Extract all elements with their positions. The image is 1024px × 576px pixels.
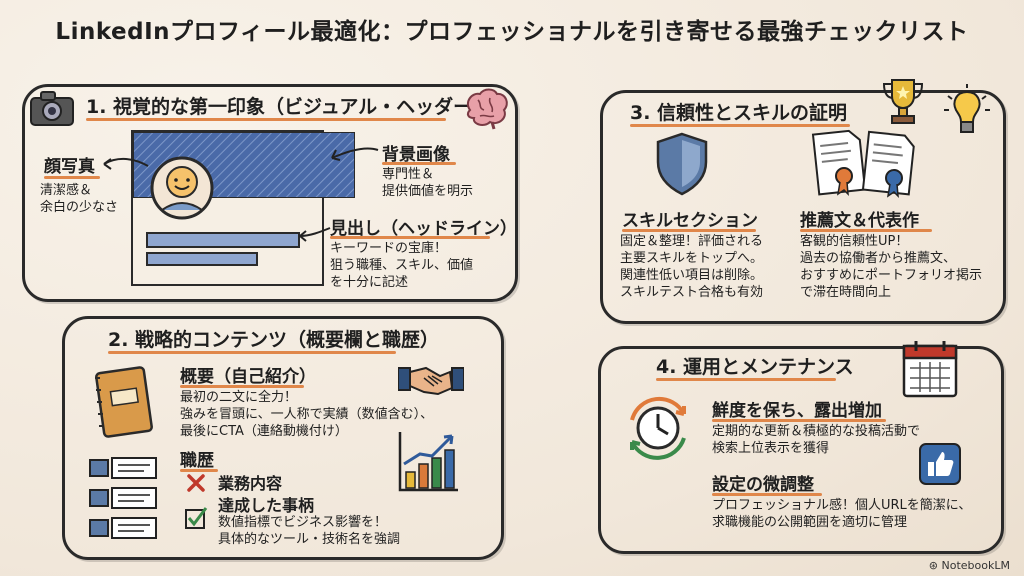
recommend-underline: [800, 229, 932, 232]
background-text: 専門性＆ 提供価値を明示: [382, 167, 474, 199]
section-2-title: 2. 戦略的コンテンツ（概要欄と職歴）: [108, 329, 440, 351]
settings-underline: [712, 493, 822, 496]
headline-arrow: [299, 227, 331, 242]
notebook-icon: [95, 366, 153, 438]
section-2-box: [62, 316, 504, 560]
shield-icon: [656, 132, 708, 196]
fresh-text: 定期的な更新＆積極的な投稿活動で 検索上位表示を獲得: [712, 424, 921, 456]
photo-arrow: [103, 158, 149, 170]
checkbox-icon: [185, 507, 208, 529]
career-underline: [180, 469, 218, 472]
section-4-box: [598, 346, 1004, 554]
background-underline: [382, 162, 456, 165]
about-text: 最初の二文に全力！ 強みを冒頭に、一人称で実績（数値含む）、 最後にCTA（連絡…: [180, 390, 434, 439]
headline-bar: [146, 232, 300, 248]
headline-text: キーワードの宝庫！ 狙う職種、スキル、価値 を十分に記述: [330, 241, 474, 290]
recommend-heading: 推薦文＆代表作: [800, 211, 919, 231]
skills-underline: [622, 229, 756, 232]
background-heading: 背景画像: [382, 145, 450, 165]
skills-heading: スキルセクション: [622, 211, 758, 231]
page-title: LinkedInプロフィール最適化：プロフェッショナルを引き寄せる最強チェックリ…: [55, 19, 969, 45]
clock-icon: [630, 396, 686, 460]
handshake-icon: [398, 366, 464, 396]
watermark-label: NotebookLM: [941, 559, 1010, 572]
section-1-underline: [86, 118, 446, 121]
watermark: ⊛ NotebookLM: [929, 559, 1010, 572]
certificate-icon: [811, 129, 915, 198]
cross-icon: [187, 474, 205, 492]
section-4-underline: [656, 378, 836, 381]
fresh-underline: [712, 419, 886, 422]
headline-underline: [330, 236, 490, 239]
about-underline: [180, 385, 304, 388]
notebook-logo-icon: ⊛: [928, 559, 942, 572]
background-arrow: [331, 147, 379, 161]
career-bad-item: 業務内容: [218, 474, 283, 493]
section-1-box: [22, 84, 518, 302]
camera-icon: [30, 91, 74, 126]
brain-icon: [466, 88, 508, 130]
avatar: [150, 156, 214, 220]
calendar-icon: [902, 341, 958, 398]
trophy-icon: [882, 79, 924, 124]
thumbs-up-icon: [919, 443, 961, 485]
section-3-box: [600, 90, 1006, 324]
recommend-text: 客観的信頼性UP！ 過去の協働者から推薦文、 おすすめにポートフォリオ掲示 で滞…: [800, 234, 983, 300]
career-heading: 職歴: [180, 451, 214, 471]
photo-heading: 顔写真: [44, 157, 95, 177]
document-list-icon: [89, 457, 157, 539]
section-3-underline: [630, 124, 850, 127]
photo-underline: [44, 176, 100, 179]
section-4-title: 4. 運用とメンテナンス: [656, 356, 854, 378]
headline-heading: 見出し（ヘッドライン）: [330, 219, 517, 239]
settings-text: プロフェッショナル感！個人URLを簡潔に、 求職機能の公開範囲を適切に管理: [712, 498, 972, 530]
section-2-underline: [108, 351, 396, 354]
skills-text: 固定＆整理！評価される 主要スキルをトップへ。 関連性低い項目は削除。 スキルテ…: [620, 234, 764, 300]
about-heading: 概要（自己紹介）: [180, 367, 316, 387]
career-good-item: 達成した事柄: [218, 496, 315, 515]
subline-bar: [146, 252, 258, 266]
fresh-heading: 鮮度を保ち、露出増加: [712, 401, 882, 421]
section-1-title: 1. 視覚的な第一印象（ビジュアル・ヘッダー）: [86, 96, 492, 118]
career-text: 数値指標でビジネス影響を！ 具体的なツール・技術名を強調: [218, 515, 401, 547]
settings-heading: 設定の微調整: [712, 475, 814, 495]
photo-text: 清潔感＆ 余白の少なさ: [40, 183, 119, 215]
section-3-title: 3. 信頼性とスキルの証明: [630, 102, 848, 124]
growth-chart-icon: [398, 432, 458, 492]
lightbulb-icon: [944, 84, 990, 133]
